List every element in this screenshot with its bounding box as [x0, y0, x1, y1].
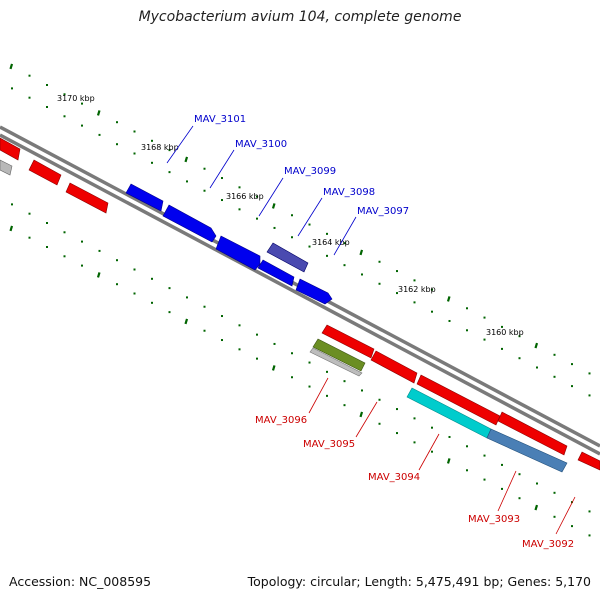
scale-tick [9, 225, 14, 232]
gene-mav-3092[interactable] [577, 451, 600, 471]
scale-labels: 3170 kbp 3168 kbp 3166 kbp 3164 kbp 3162… [57, 94, 524, 337]
label-mav-3100[interactable]: MAV_3100 [235, 139, 287, 150]
scale-tick [184, 318, 189, 325]
leader-mav-3095 [355, 401, 378, 438]
leader-mav-3094 [418, 433, 440, 471]
gene-red-left-1[interactable] [0, 137, 21, 161]
label-mav-3099[interactable]: MAV_3099 [284, 166, 336, 177]
gene-grey-mid[interactable] [309, 347, 363, 377]
gene-red-left-2[interactable] [28, 159, 62, 186]
label-mav-3094[interactable]: MAV_3094 [368, 472, 420, 483]
leader-mav-3100 [209, 149, 235, 189]
scale-tick [446, 296, 451, 302]
scale-tick [271, 365, 276, 371]
scale-tick [271, 203, 276, 209]
leader-mav-3092 [555, 496, 576, 535]
tick-label-3170: 3170 kbp [57, 94, 95, 103]
gene-grey-left[interactable] [0, 159, 13, 176]
gene-mav-3093[interactable] [497, 411, 568, 456]
gene-mav-3096[interactable] [312, 338, 366, 372]
tick-label-3160: 3160 kbp [486, 328, 524, 337]
leader-mav-3098 [297, 197, 323, 237]
leader-mav-3101 [166, 125, 194, 164]
leader-mav-3093 [497, 470, 517, 512]
tick-label-3168: 3168 kbp [141, 143, 179, 152]
leader-mav-3099 [258, 177, 284, 217]
tick-label-3162: 3162 kbp [398, 285, 436, 294]
label-mav-3098[interactable]: MAV_3098 [323, 187, 375, 198]
gene-mav-3095[interactable] [370, 350, 418, 384]
scale-tick [359, 411, 364, 418]
gene-red-mid-1[interactable] [321, 324, 375, 359]
tick-label-3166: 3166 kbp [226, 192, 264, 201]
gene-labels: MAV_3101 MAV_3100 MAV_3099 MAV_3098 MAV_… [194, 114, 574, 550]
forward-genes [125, 183, 333, 305]
scale-tick [96, 272, 101, 278]
label-mav-3101[interactable]: MAV_3101 [194, 114, 246, 125]
label-mav-3093[interactable]: MAV_3093 [468, 514, 520, 525]
label-mav-3095[interactable]: MAV_3095 [303, 439, 355, 450]
leader-mav-3097 [333, 216, 357, 256]
gene-mav-3097[interactable] [295, 278, 333, 305]
gene-leader-lines [166, 125, 576, 535]
map-title: Mycobacterium avium 104, complete genome [138, 9, 462, 25]
scale-tick [534, 504, 539, 511]
leader-mav-3096 [308, 377, 329, 414]
scale-tick [446, 458, 451, 464]
label-mav-3092[interactable]: MAV_3092 [522, 539, 574, 550]
gene-steelblue[interactable] [486, 428, 568, 473]
gene-mav-3094[interactable] [416, 374, 501, 426]
gene-mav-3097-a[interactable] [257, 259, 295, 287]
gene-mav-3100[interactable] [162, 204, 217, 243]
gene-red-left-3[interactable] [65, 182, 109, 214]
genome-summary: Topology: circular; Length: 5,475,491 bp… [247, 574, 591, 589]
scale-tick [184, 156, 189, 163]
gene-mav-3101[interactable] [125, 183, 164, 212]
reverse-genes [0, 137, 600, 473]
scale-tick [96, 110, 101, 116]
scale-tick [359, 249, 364, 256]
gene-mav-3098[interactable] [266, 242, 309, 273]
scale-tick [534, 342, 539, 349]
scale-ticks [9, 63, 591, 537]
gene-mav-3099[interactable] [215, 235, 261, 271]
scale-tick [9, 63, 14, 70]
accession-label: Accession: NC_008595 [9, 574, 152, 589]
label-mav-3097[interactable]: MAV_3097 [357, 206, 409, 217]
tick-label-3164: 3164 kbp [312, 238, 350, 247]
label-mav-3096[interactable]: MAV_3096 [255, 415, 307, 426]
